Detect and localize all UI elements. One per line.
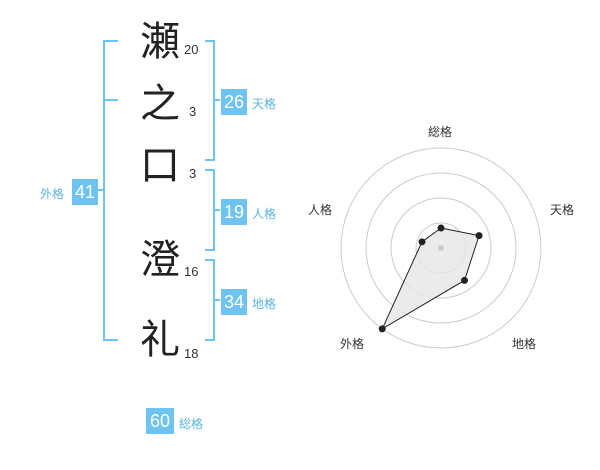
tenkaku-value: 26	[221, 89, 247, 115]
radar-point-4	[378, 325, 386, 333]
radar-point-1	[437, 224, 445, 232]
tenkaku-label: 天格	[252, 97, 277, 111]
stroke-count-2: 3	[189, 104, 197, 119]
name-char-4: 澄	[140, 237, 180, 283]
stroke-count-3: 3	[189, 166, 197, 181]
gaikaku-label: 外格	[40, 187, 65, 201]
stroke-count-1: 20	[184, 42, 199, 57]
soukaku-label: 総格	[179, 417, 204, 431]
name-char-5: 礼	[140, 317, 180, 363]
name-char-1: 瀬	[140, 19, 180, 65]
radar-label-gaikaku: 外格	[340, 337, 365, 351]
jinkaku-value: 19	[221, 199, 247, 225]
radar-label-jinkaku: 人格	[308, 203, 333, 217]
radar-point-2	[475, 232, 483, 240]
name-char-3: 口	[140, 143, 180, 189]
radar-ring-4	[340, 147, 542, 349]
radar-label-tenkaku: 天格	[550, 203, 575, 217]
chikaku-value: 34	[221, 289, 247, 315]
chikaku-label: 地格	[252, 297, 277, 311]
jinkaku-label: 人格	[252, 207, 277, 221]
radar-point-3	[461, 276, 469, 284]
stroke-count-5: 18	[184, 346, 199, 361]
radar-ring-2	[390, 197, 492, 299]
radar-ring-3	[365, 172, 517, 324]
radar-series-polygon	[381, 227, 480, 331]
stroke-count-4: 16	[184, 264, 199, 279]
radar-label-soukaku: 総格	[428, 125, 453, 139]
radar-center	[438, 245, 444, 251]
name-char-2: 之	[140, 81, 180, 127]
radar-label-chikaku: 地格	[512, 337, 537, 351]
gaikaku-value: 41	[72, 179, 98, 205]
soukaku-value: 60	[146, 408, 174, 434]
radar-point-5	[418, 238, 426, 246]
